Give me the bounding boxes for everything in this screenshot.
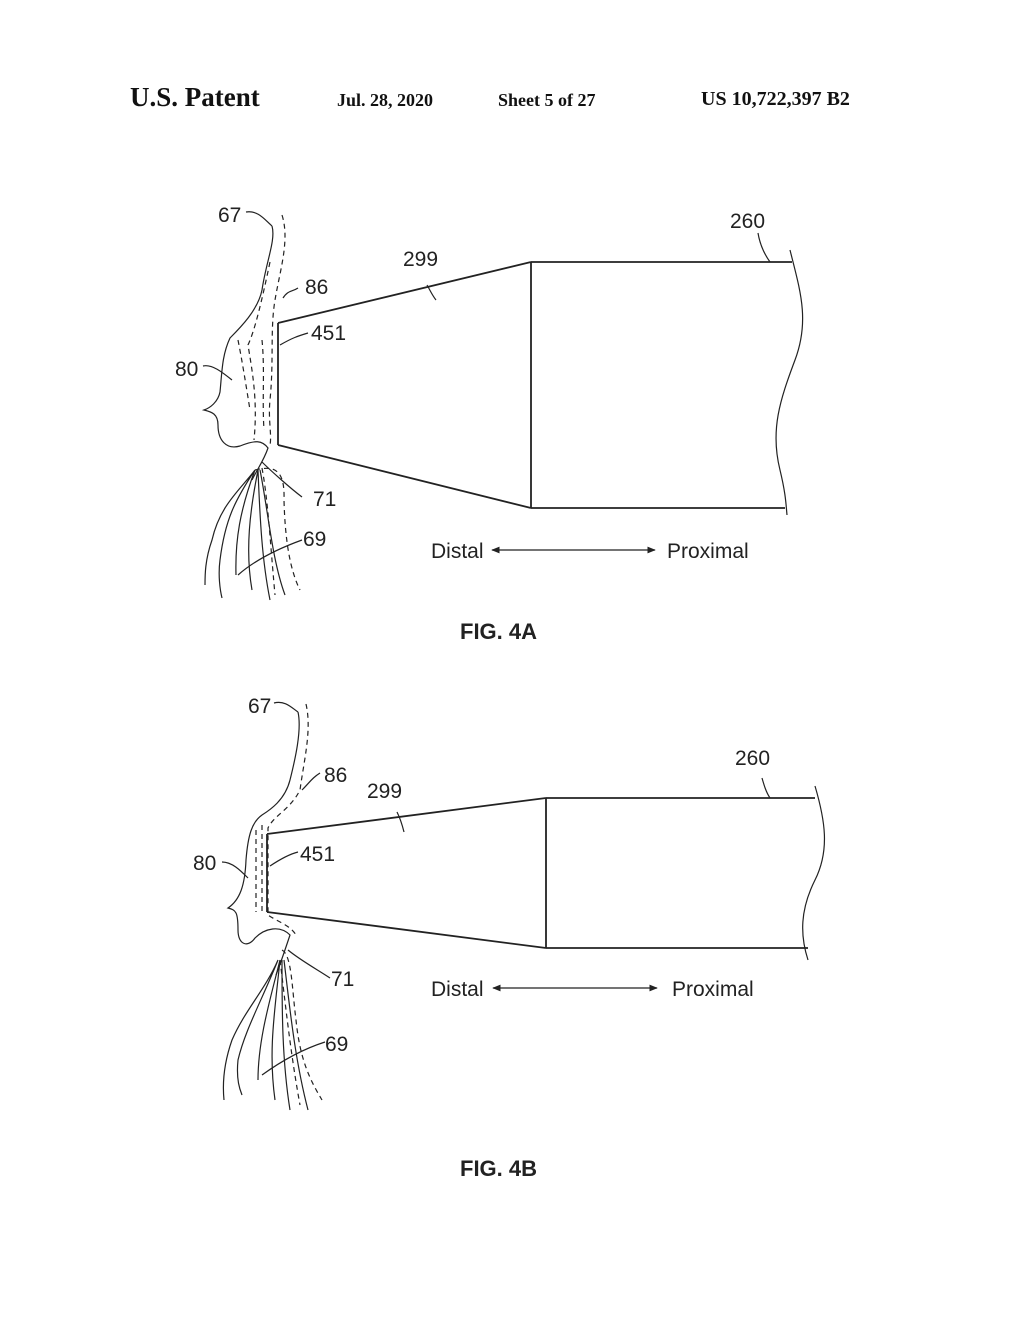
catheter-body-260 [545, 785, 825, 961]
figure-4b: 67 86 451 80 299 260 71 69 Distal Proxim… [193, 695, 825, 1181]
label-86: 86 [324, 764, 347, 787]
figure-caption: FIG. 4A [460, 619, 537, 644]
label-71: 71 [331, 968, 354, 991]
sheet-number: Sheet 5 of 27 [498, 90, 596, 110]
label-67: 67 [248, 695, 271, 718]
proximal-label: Proximal [667, 540, 749, 563]
label-86: 86 [305, 276, 328, 299]
figure-caption: FIG. 4B [460, 1156, 537, 1181]
catheter-body-260 [530, 249, 804, 516]
label-260: 260 [735, 747, 770, 770]
label-299: 299 [367, 780, 402, 803]
distal-label: Distal [431, 540, 484, 563]
label-451: 451 [311, 322, 346, 345]
label-80: 80 [175, 358, 198, 381]
label-80: 80 [193, 852, 216, 875]
patent-date: Jul. 28, 2020 [337, 90, 434, 110]
patent-number: US 10,722,397 B2 [701, 88, 850, 110]
label-67: 67 [218, 204, 241, 227]
label-299: 299 [403, 248, 438, 271]
tissue-contour [201, 214, 301, 601]
patent-title: U.S. Patent [130, 82, 260, 112]
cone-tip-299 [266, 797, 547, 949]
cone-tip-299 [277, 261, 532, 509]
label-260: 260 [730, 210, 765, 233]
distal-label: Distal [431, 978, 484, 1001]
label-451: 451 [300, 843, 335, 866]
leader-lines [221, 701, 771, 1076]
tissue-contour [222, 703, 323, 1111]
label-69: 69 [303, 528, 326, 551]
label-69: 69 [325, 1033, 348, 1056]
proximal-label: Proximal [672, 978, 754, 1001]
label-71: 71 [313, 488, 336, 511]
leader-lines [202, 211, 771, 576]
figure-4a: 67 86 451 80 299 260 71 69 Distal Proxim… [175, 204, 804, 644]
